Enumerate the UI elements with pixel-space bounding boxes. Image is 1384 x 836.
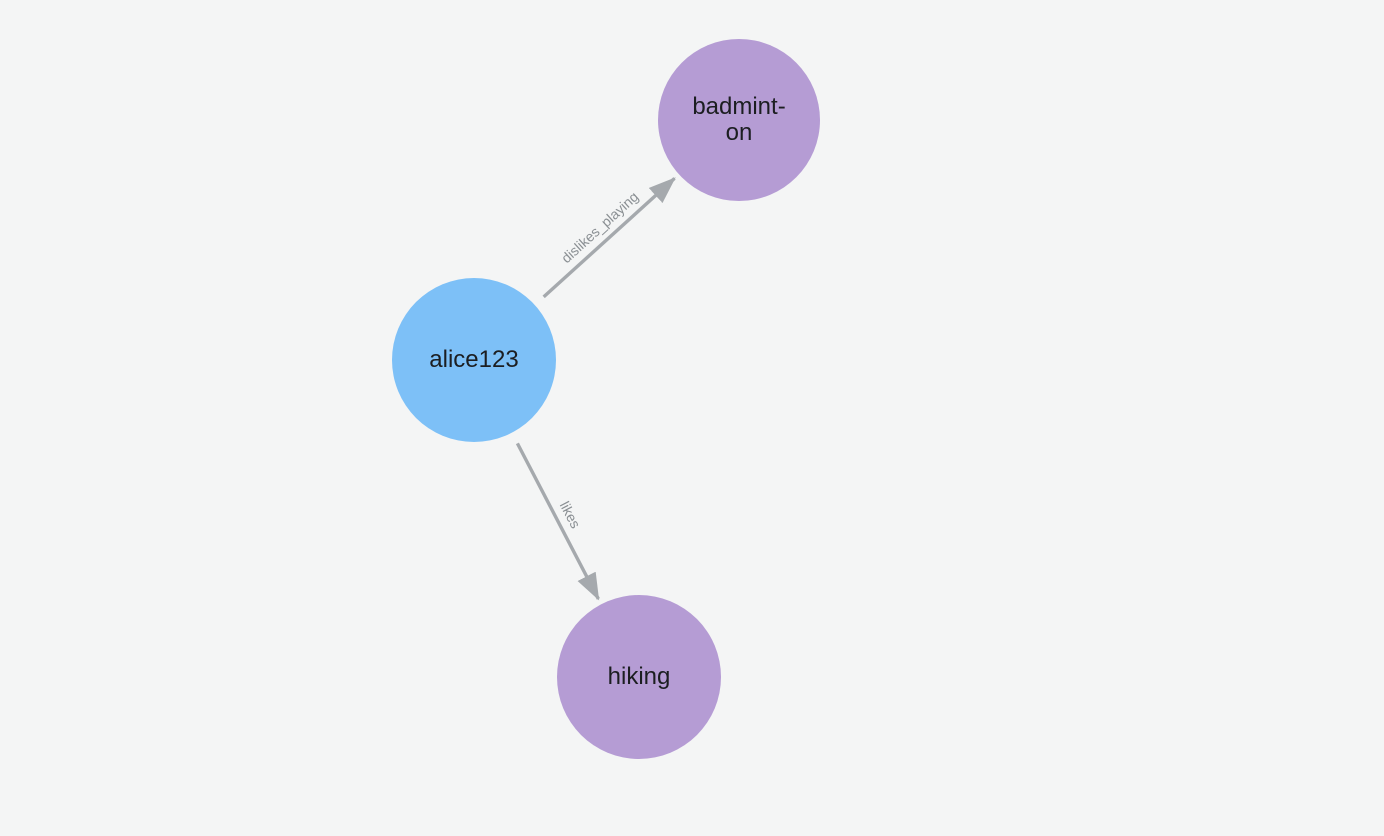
edge-dislikes_playing[interactable] (542, 177, 676, 299)
node-label: hiking (607, 663, 671, 691)
edge-likes[interactable] (515, 442, 600, 601)
node-badminton[interactable]: badmint- on (658, 39, 820, 201)
node-hiking[interactable]: hiking (557, 595, 721, 759)
node-alice123[interactable]: alice123 (392, 278, 556, 442)
node-label: badmint- on (692, 93, 786, 146)
edge-label-dislikes_playing: dislikes_playing (558, 188, 641, 266)
node-label: alice123 (429, 346, 519, 374)
